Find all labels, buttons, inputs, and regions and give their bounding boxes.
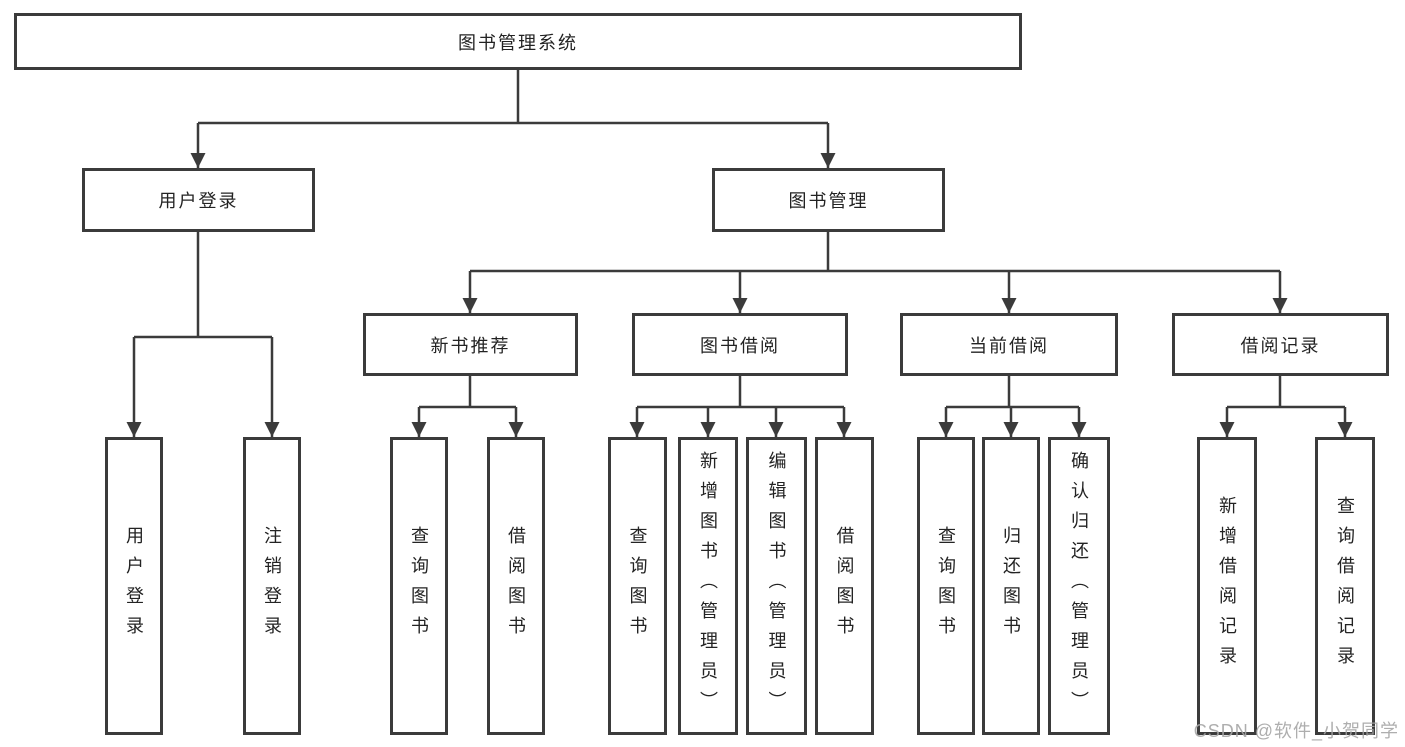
leaf-borrowing-borrow-books: 借阅图书	[815, 437, 874, 735]
leaf-recommend-borrow-books: 借阅图书	[487, 437, 545, 735]
node-user-login-label: 用户登录	[158, 191, 239, 211]
leaf-recommend-query-books-label: 查询图书	[409, 526, 429, 646]
leaf-recommend-query-books: 查询图书	[390, 437, 448, 735]
node-borrowing-records: 借阅记录	[1172, 313, 1389, 376]
leaf-confirm-return-admin: 确认归还（管理员）	[1048, 437, 1110, 735]
watermark: CSDN @软件_小贺同学	[1193, 721, 1399, 741]
leaf-add-borrow-record-label: 新增借阅记录	[1217, 496, 1237, 676]
leaf-user-login: 用户登录	[105, 437, 163, 735]
leaf-borrowing-query-books: 查询图书	[608, 437, 667, 735]
node-new-book-recommend-label: 新书推荐	[430, 335, 511, 356]
leaf-add-books-admin: 新增图书（管理员）	[678, 437, 738, 735]
leaf-recommend-borrow-books-label: 借阅图书	[506, 526, 526, 646]
node-root-label: 图书管理系统	[458, 32, 578, 53]
node-root: 图书管理系统	[14, 13, 1022, 70]
leaf-return-books-label: 归还图书	[1001, 526, 1021, 646]
node-book-management-label: 图书管理	[788, 191, 869, 211]
node-book-borrowing-label: 图书借阅	[700, 335, 780, 356]
leaf-add-books-admin-label: 新增图书（管理员）	[698, 451, 718, 721]
node-current-borrowing-label: 当前借阅	[969, 335, 1049, 356]
node-book-management: 图书管理	[712, 168, 945, 232]
node-user-login: 用户登录	[82, 168, 315, 232]
leaf-return-books: 归还图书	[982, 437, 1040, 735]
node-current-borrowing: 当前借阅	[900, 313, 1118, 376]
leaf-query-borrow-record-label: 查询借阅记录	[1335, 496, 1355, 676]
leaf-current-query-books: 查询图书	[917, 437, 975, 735]
leaf-confirm-return-admin-label: 确认归还（管理员）	[1069, 451, 1089, 721]
node-new-book-recommend: 新书推荐	[363, 313, 578, 376]
leaf-borrowing-borrow-books-label: 借阅图书	[834, 526, 855, 646]
node-book-borrowing: 图书借阅	[632, 313, 848, 376]
leaf-logout-label: 注销登录	[262, 526, 282, 646]
leaf-add-borrow-record: 新增借阅记录	[1197, 437, 1257, 735]
leaf-edit-books-admin: 编辑图书（管理员）	[746, 437, 807, 735]
leaf-current-query-books-label: 查询图书	[936, 526, 956, 646]
leaf-edit-books-admin-label: 编辑图书（管理员）	[766, 451, 787, 721]
node-borrowing-records-label: 借阅记录	[1240, 335, 1321, 356]
leaf-logout: 注销登录	[243, 437, 301, 735]
leaf-user-login-label: 用户登录	[124, 526, 144, 646]
leaf-query-borrow-record: 查询借阅记录	[1315, 437, 1375, 735]
leaf-borrowing-query-books-label: 查询图书	[627, 526, 648, 646]
